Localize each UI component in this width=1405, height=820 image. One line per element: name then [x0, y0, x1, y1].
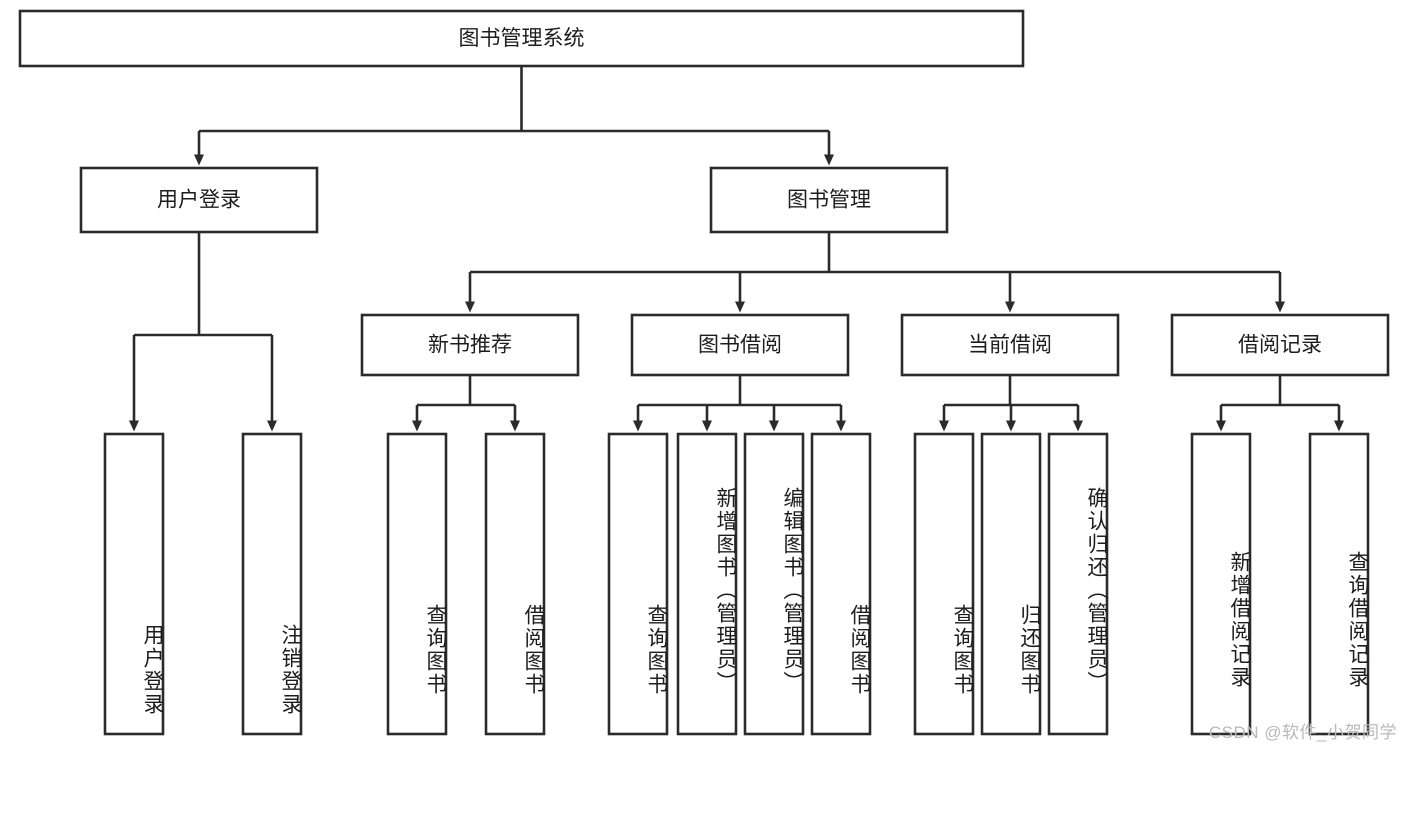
- flowchart-svg: 图书管理系统 用户登录 图书管理 新书推荐 图书借阅 当前借阅 借阅记录: [18, 9, 1390, 736]
- node-book-borrow[interactable]: 图书借阅: [630, 313, 850, 377]
- node-borrow-record[interactable]: 借阅记录: [1170, 313, 1390, 377]
- node-leaf-logout[interactable]: [241, 432, 303, 736]
- node-book-manage[interactable]: 图书管理: [709, 166, 949, 234]
- flowchart-canvas: 图书管理系统 用户登录 图书管理 新书推荐 图书借阅 当前借阅 借阅记录: [18, 9, 1397, 742]
- node-leaf-query-book-borrow[interactable]: [607, 432, 669, 736]
- node-leaf-borrow-book-rec[interactable]: [484, 432, 546, 736]
- node-user-login[interactable]: 用户登录: [79, 166, 319, 234]
- node-leaf-return-book[interactable]: [980, 432, 1042, 736]
- node-book-manage-label: 图书管理: [787, 189, 871, 212]
- node-leaf-query-record[interactable]: [1308, 432, 1370, 736]
- node-leaf-edit-book[interactable]: [743, 432, 805, 736]
- node-leaf-add-record[interactable]: [1190, 432, 1252, 736]
- node-new-book-recommend-label: 新书推荐: [428, 334, 512, 357]
- watermark: CSDN @软件_小贺同学: [1208, 723, 1397, 742]
- node-leaf-user-login[interactable]: [103, 432, 165, 736]
- node-root-label: 图书管理系统: [459, 27, 585, 50]
- node-current-borrow-label: 当前借阅: [968, 334, 1052, 357]
- node-leaf-query-book-rec[interactable]: [386, 432, 448, 736]
- node-root[interactable]: 图书管理系统: [18, 9, 1025, 68]
- leaf-boxes: [103, 432, 1370, 736]
- node-user-login-label: 用户登录: [157, 189, 241, 212]
- connectors: [129, 66, 1344, 432]
- node-leaf-add-book[interactable]: [676, 432, 738, 736]
- node-book-borrow-label: 图书借阅: [698, 334, 782, 357]
- node-leaf-borrow-book[interactable]: [810, 432, 872, 736]
- node-leaf-confirm-return[interactable]: [1047, 432, 1109, 736]
- node-leaf-query-book-cur[interactable]: [913, 432, 975, 736]
- node-borrow-record-label: 借阅记录: [1238, 334, 1322, 357]
- node-new-book-recommend[interactable]: 新书推荐: [360, 313, 580, 377]
- node-current-borrow[interactable]: 当前借阅: [900, 313, 1120, 377]
